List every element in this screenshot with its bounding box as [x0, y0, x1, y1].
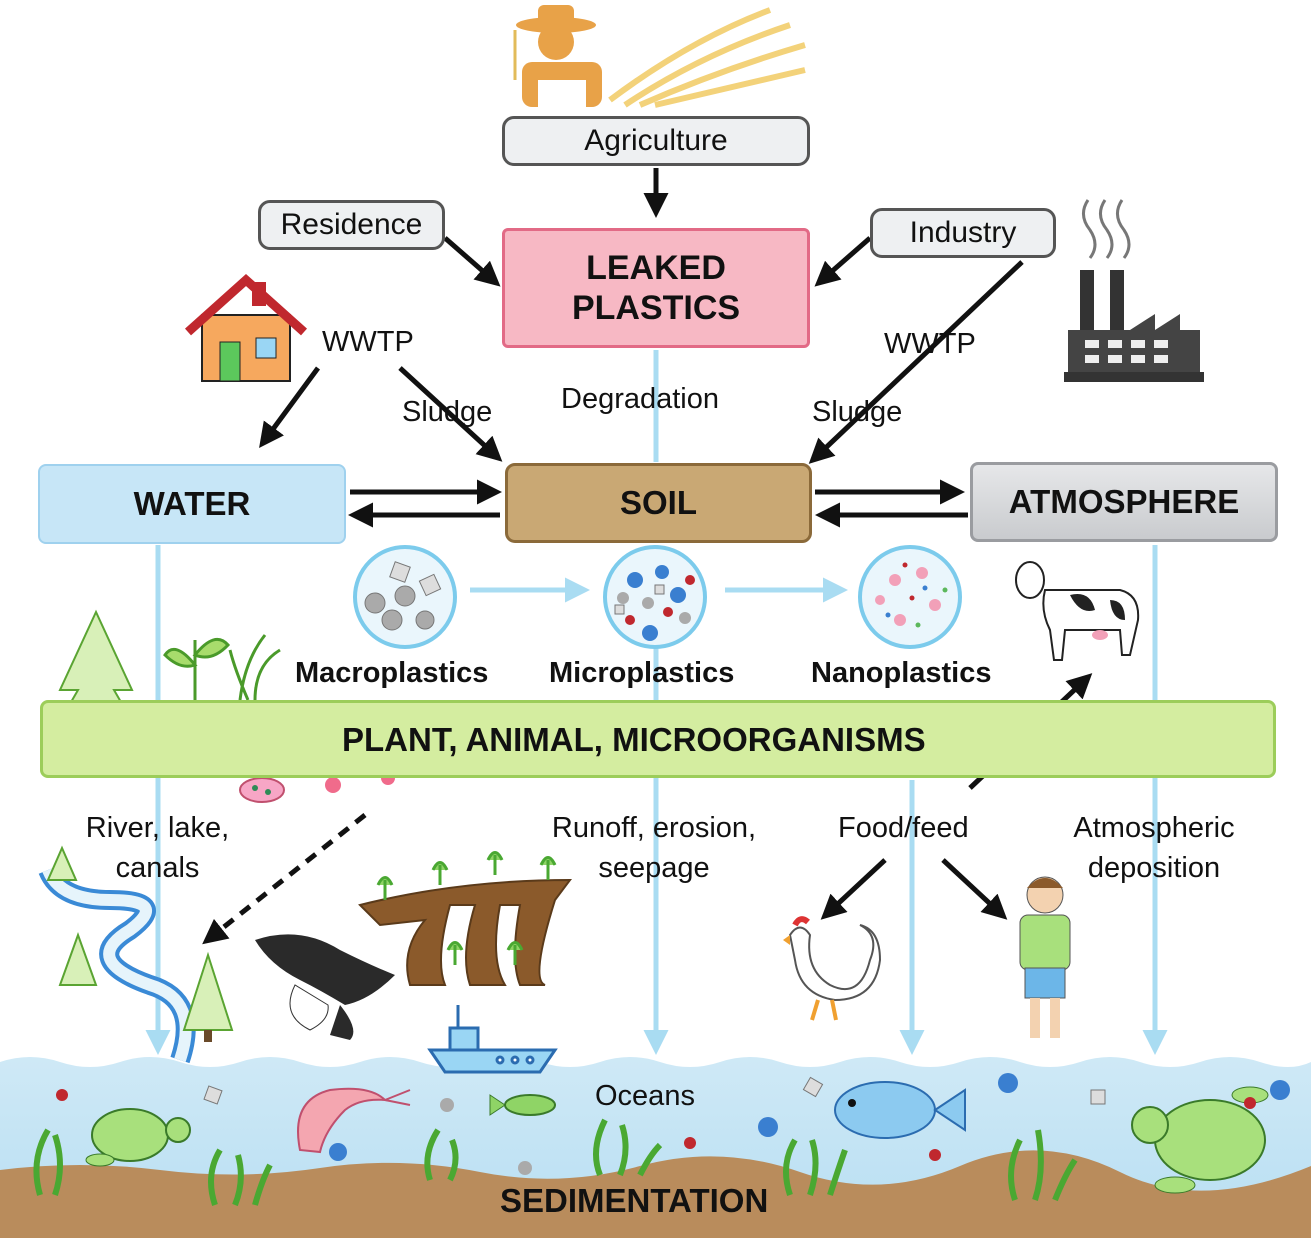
- biota-bar: [40, 700, 1276, 778]
- residence-box: Residence: [258, 200, 445, 250]
- seedling-icon: [163, 634, 281, 725]
- eagle-icon: [255, 934, 395, 1040]
- river-label-line1: River, lake,: [85, 812, 230, 844]
- river-label: River, lake, canals: [75, 808, 240, 888]
- sedimentation-label: SEDIMENTATION: [500, 1182, 769, 1219]
- soil-label: SOIL: [619, 484, 697, 521]
- turtle-icon: [1131, 1086, 1269, 1194]
- farmland-icon: [358, 851, 573, 986]
- factory-icon: [1064, 199, 1204, 382]
- macroplastics-label: Macroplastics: [295, 657, 489, 689]
- house-icon: [184, 273, 308, 382]
- residence-label: Residence: [280, 208, 423, 241]
- sediment-layer: [0, 1150, 1311, 1238]
- degradation-label: Degradation: [561, 383, 719, 415]
- macroplastics-icon: [353, 545, 457, 649]
- atmospheric-deposition-label: Atmospheric deposition: [1060, 808, 1248, 888]
- microplastics-icon: [603, 545, 707, 649]
- agriculture-label: Agriculture: [584, 124, 728, 157]
- atmosphere-label: ATMOSPHERE: [1008, 483, 1240, 520]
- wheat-field-icon: [513, 7, 806, 108]
- sludge-right-label: Sludge: [812, 396, 903, 428]
- turtle-icon: [85, 1108, 191, 1167]
- runoff-label: Runoff, erosion, seepage: [538, 808, 770, 888]
- industry-box: Industry: [870, 208, 1056, 258]
- ocean-particles: [56, 1073, 1290, 1175]
- child-icon: [1019, 876, 1071, 1038]
- biota-label: PLANT, ANIMAL, MICROORGANISMS: [342, 721, 926, 758]
- runoff-label-line2: seepage: [598, 852, 710, 884]
- soil-box: SOIL: [505, 463, 812, 543]
- chicken-icon: [783, 916, 882, 1021]
- river-label-line2: canals: [115, 852, 200, 884]
- fish-icon: [489, 1094, 556, 1116]
- atmo-label-line2: deposition: [1087, 852, 1221, 884]
- wwtp-left-label: WWTP: [322, 326, 414, 358]
- ship-icon: [427, 1005, 558, 1074]
- leaked-label-line1: LEAKED: [586, 249, 726, 287]
- cow-icon: [1015, 561, 1140, 661]
- industry-label: Industry: [909, 216, 1017, 249]
- water-box: WATER: [38, 464, 346, 544]
- atmo-label-line1: Atmospheric: [1073, 812, 1235, 844]
- atmosphere-box: ATMOSPHERE: [970, 462, 1278, 542]
- agriculture-box: Agriculture: [502, 116, 810, 166]
- microplastics-label: Microplastics: [549, 657, 735, 689]
- shrimp-icon: [297, 1087, 411, 1154]
- fish-icon: [834, 1081, 966, 1139]
- nanoplastics-label: Nanoplastics: [811, 657, 992, 689]
- water-label: WATER: [133, 485, 251, 522]
- leaked-label-line2: PLASTICS: [571, 289, 741, 327]
- wwtp-right-label: WWTP: [884, 328, 976, 360]
- river-icon: [38, 845, 234, 1064]
- nanoplastics-icon: [858, 545, 962, 649]
- seaweed-icon: [33, 1118, 1078, 1207]
- sludge-left-label: Sludge: [402, 396, 493, 428]
- food-feed-label: Food/feed: [838, 812, 969, 844]
- runoff-label-line1: Runoff, erosion,: [551, 812, 757, 844]
- oceans-label: Oceans: [595, 1080, 695, 1112]
- leaked-plastics-box: LEAKED PLASTICS: [502, 228, 810, 348]
- black-arrows: [202, 168, 1093, 945]
- farmer-icon: [516, 5, 602, 107]
